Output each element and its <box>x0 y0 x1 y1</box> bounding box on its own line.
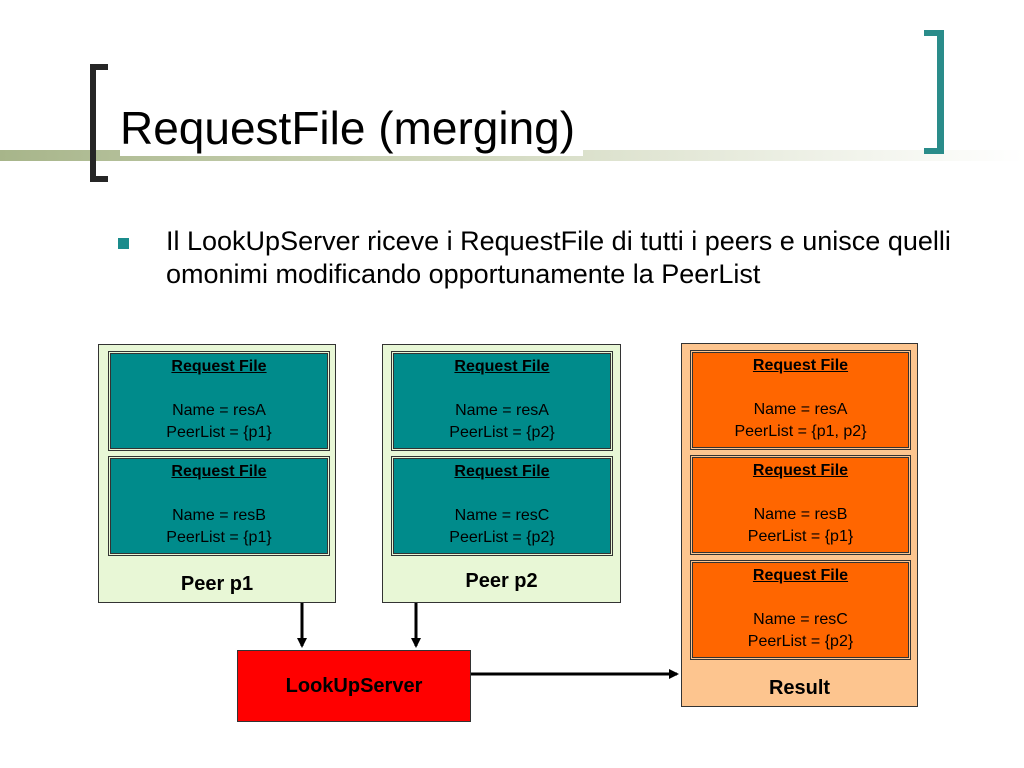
card-name: Name = resA <box>172 402 266 419</box>
result-panel: Request File Name = resA PeerList = {p1,… <box>681 343 918 707</box>
card-heading: Request File <box>752 462 849 479</box>
result-card-resb: Request File Name = resB PeerList = {p1} <box>692 457 909 553</box>
card-peerlist: PeerList = {p1, p2} <box>734 423 867 440</box>
card-peerlist: PeerList = {p2} <box>449 424 555 441</box>
card-name: Name = resA <box>753 401 848 418</box>
card-heading: Request File <box>454 463 550 480</box>
result-label: Result <box>768 677 831 699</box>
left-bracket-decoration <box>90 64 108 182</box>
card-heading: Request File <box>752 567 849 584</box>
card-name: Name = resA <box>455 402 549 419</box>
card-heading: Request File <box>171 463 267 480</box>
peer-p2-label: Peer p2 <box>465 570 538 592</box>
bullet-square-icon <box>118 238 129 249</box>
card-peerlist: PeerList = {p1} <box>166 529 272 546</box>
peer-p1-card-resa: Request File Name = resA PeerList = {p1} <box>110 353 328 449</box>
card-name: Name = resC <box>753 611 848 628</box>
peer-p1-panel: Request File Name = resA PeerList = {p1}… <box>98 344 336 603</box>
lookupserver-box: LookUpServer <box>237 650 471 722</box>
card-heading: Request File <box>171 358 267 375</box>
peer-p1-card-resb: Request File Name = resB PeerList = {p1} <box>110 458 328 554</box>
bullet-text: Il LookUpServer riceve i RequestFile di … <box>166 226 951 289</box>
card-peerlist: PeerList = {p2} <box>449 529 555 546</box>
result-card-resa: Request File Name = resA PeerList = {p1,… <box>692 352 909 448</box>
peer-p2-card-resa: Request File Name = resA PeerList = {p2} <box>393 353 611 449</box>
card-peerlist: PeerList = {p1} <box>166 424 272 441</box>
card-peerlist: PeerList = {p1} <box>747 528 854 545</box>
peer-p2-panel: Request File Name = resA PeerList = {p2}… <box>382 344 621 603</box>
result-card-resc: Request File Name = resC PeerList = {p2} <box>692 562 909 658</box>
lookupserver-label: LookUpServer <box>285 674 423 697</box>
card-heading: Request File <box>752 357 849 374</box>
card-peerlist: PeerList = {p2} <box>747 633 854 650</box>
peer-p2-card-resc: Request File Name = resC PeerList = {p2} <box>393 458 611 554</box>
card-name: Name = resC <box>454 507 550 524</box>
card-heading: Request File <box>454 358 550 375</box>
peer-p1-label: Peer p1 <box>180 573 254 595</box>
card-name: Name = resB <box>753 506 848 523</box>
right-bracket-decoration <box>924 30 944 154</box>
card-name: Name = resB <box>172 507 266 524</box>
slide-title: RequestFile (merging) <box>120 100 584 156</box>
